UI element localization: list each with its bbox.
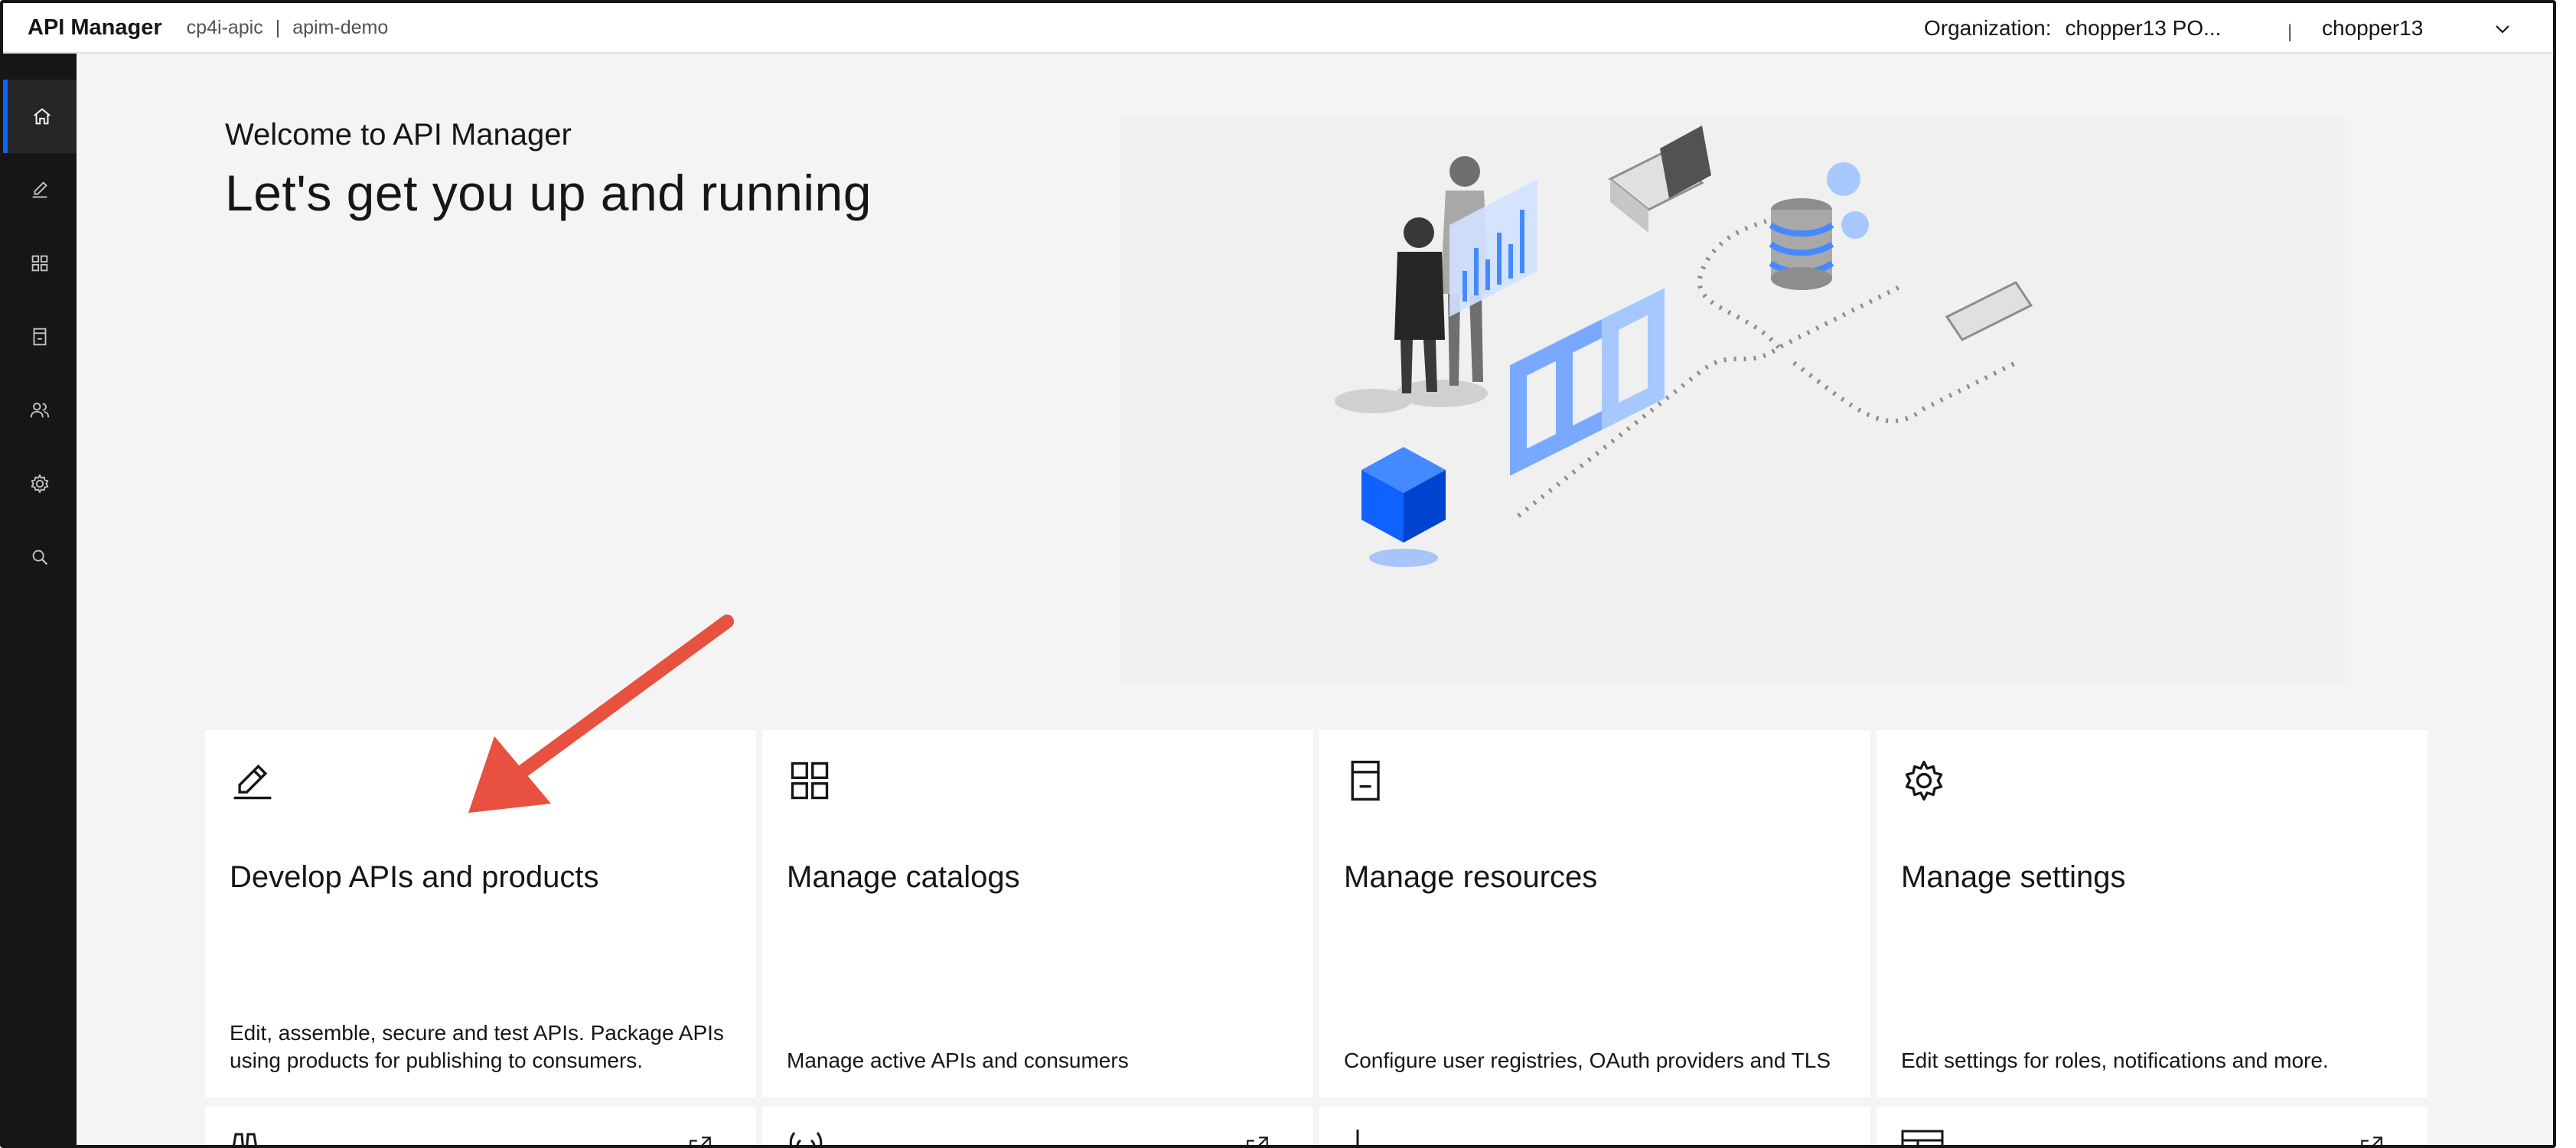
document-icon [33,328,47,346]
breadcrumb: cp4i-apic | apim-demo [187,17,389,39]
launch-icon [1247,1137,1268,1145]
breadcrumb-namespace[interactable]: apim-demo [292,16,389,38]
breadcrumb-separator: | [275,16,281,38]
broadcast-icon [789,1132,823,1145]
tile-description: Configure user registries, OAuth provide… [1344,1049,1831,1072]
tile-description: Edit settings for roles, notifications a… [1901,1049,2329,1072]
tile-row2-4[interactable] [1877,1107,2428,1145]
sidebar-item-resources[interactable] [3,300,77,373]
user-menu[interactable]: chopper13 [2322,3,2423,54]
tile-title: Manage resources [1344,860,1598,894]
binoculars-icon [233,1133,257,1145]
launch-icon [690,1137,711,1145]
grid-icon [31,255,48,272]
top-header: API Manager cp4i-apic | apim-demo Organi… [3,3,2553,54]
tile-title: Manage settings [1901,860,2126,894]
user-name[interactable]: chopper13 [2322,16,2424,40]
launch-icon [2361,1137,2382,1145]
sidebar-item-settings[interactable] [3,447,77,520]
tile-row2-2[interactable] [762,1107,1313,1145]
tile-settings[interactable]: Manage settings Edit settings for roles,… [1877,730,2428,1097]
breadcrumb-instance[interactable]: cp4i-apic [186,16,263,38]
gear-icon [1905,760,1943,801]
edit-icon [233,764,272,800]
search-icon [32,550,48,566]
app-brand[interactable]: API Manager [28,15,162,40]
gear-icon [31,474,49,494]
tile-description: Edit, assemble, secure and test APIs. Pa… [230,1021,724,1072]
organization-selector[interactable]: Organization: chopper13 PO... [1924,3,2221,54]
tile-row2-3[interactable] [1319,1107,1870,1145]
sidebar-item-catalogs[interactable] [3,227,77,300]
tile-develop[interactable]: Develop APIs and products Edit, assemble… [205,730,756,1097]
dashboard-icon [1901,1130,1944,1145]
sidebar-item-members[interactable] [3,373,77,447]
organization-value[interactable]: chopper13 PO... [2065,16,2222,40]
window-edge [2556,0,2576,1148]
edit-icon [32,181,47,198]
grid-icon [791,762,829,800]
page-title: Let's get you up and running [225,165,872,221]
side-nav [3,54,77,1145]
home-icon [34,108,51,125]
organization-label: Organization: [1924,16,2052,40]
header-divider: | [2287,21,2293,42]
sidebar-item-search[interactable] [3,520,77,594]
tile-title: Develop APIs and products [230,860,599,894]
chevron-down-icon[interactable] [2493,20,2512,38]
sidebar-item-home[interactable] [3,80,77,153]
document-icon [1351,760,1380,801]
tile-catalogs[interactable]: Manage catalogs Manage active APIs and c… [762,730,1313,1097]
sidebar-item-develop[interactable] [3,153,77,227]
user-group-icon [30,403,50,418]
hero-illustration [1120,118,2345,684]
tile-description: Manage active APIs and consumers [787,1049,1129,1072]
tile-title: Manage catalogs [787,860,1020,894]
welcome-text: Welcome to API Manager [225,118,572,152]
tile-resources[interactable]: Manage resources Configure user registri… [1319,730,1870,1097]
tile-row2-1[interactable] [205,1107,756,1145]
pin-icon [1356,1130,1359,1145]
